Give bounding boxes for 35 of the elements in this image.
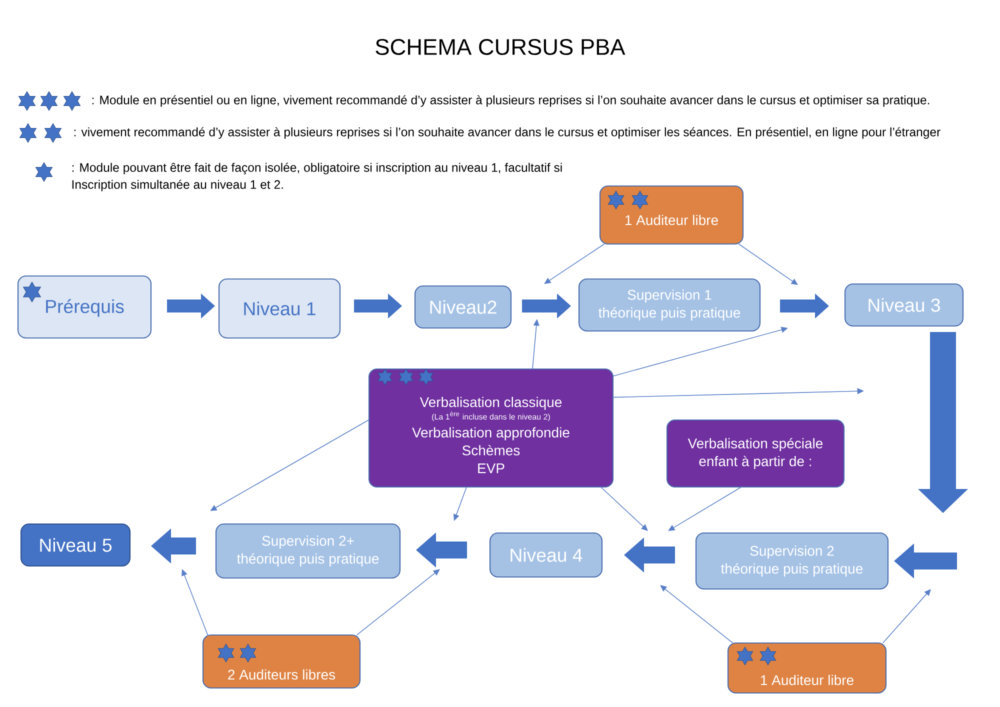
- arrow: [600, 486, 648, 531]
- block-arrow: [167, 294, 215, 318]
- level-box: Niveau2: [414, 285, 512, 329]
- level-box: Niveau 5: [20, 523, 131, 567]
- auditor-box: 1 Auditeur libre: [599, 185, 744, 245]
- auditor-box: 1 Auditeur libre: [727, 642, 887, 694]
- legend-text: : Module pouvant être fait de façon isolée, obligatoire si inscription au niveau 1, facultatif si Inscription simultanée au niveau 1 et 2.: [72, 162, 562, 192]
- block-arrow: [151, 528, 196, 564]
- supervision-box: Supervision 1 théorique puis pratique: [578, 278, 761, 332]
- step-box: Prérequis: [17, 275, 152, 339]
- auditor-box: 2 Auditeurs libres: [202, 634, 361, 689]
- module-box: Verbalisation classique (La 1$^{ère}$ incluse dans le niveau 2) Verbalisation approfondie Schèmes EVP: [368, 368, 614, 488]
- legend-text: : vivement recommandé d’y assister à plusieurs reprises si l’on souhaite avancer dans le cursus et optimiser les séances. En présentiel, en ligne pour l’étranger: [74, 127, 940, 139]
- module-box: Verbalisation spéciale enfant à partir de :: [666, 419, 845, 488]
- supervision-box: Supervision 2 théorique puis pratique: [695, 532, 889, 590]
- arrow: [544, 244, 605, 284]
- level-box: Niveau 1: [218, 278, 341, 339]
- block-arrow: [354, 294, 402, 318]
- block-arrow: [918, 332, 968, 513]
- level-box: Niveau 3: [844, 283, 964, 327]
- arrow: [882, 589, 931, 644]
- arrow: [668, 486, 742, 531]
- legend-text: : Module en présentiel ou en ligne, vivement recommandé d’y assister à plusieurs reprises si l’on souhaite avancer dans le cursus et optimiser sa pratique.: [92, 95, 930, 107]
- arrow: [660, 585, 734, 644]
- block-arrow: [522, 294, 571, 318]
- arrow: [356, 569, 440, 636]
- block-arrow: [894, 544, 957, 578]
- block-arrow: [780, 294, 829, 318]
- block-arrow: [416, 532, 467, 568]
- arrow: [210, 419, 370, 511]
- block-arrow: [624, 538, 675, 572]
- level-box: Niveau 4: [489, 532, 603, 578]
- arrow: [738, 244, 798, 285]
- supervision-box: Supervision 2+ théorique puis pratique: [215, 523, 401, 579]
- title: SCHEMA CURSUS PBA: [376, 38, 626, 56]
